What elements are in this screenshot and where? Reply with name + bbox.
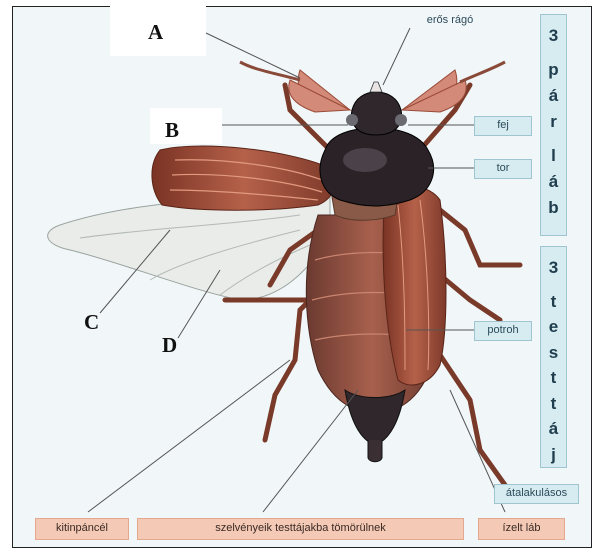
label-kitinpancel: kitinpáncél [35,518,129,540]
side-column-char: á [541,169,566,195]
side-column-char: e [541,314,566,340]
side-column-char: l [541,143,566,169]
side-column-char: á [541,83,566,109]
marker-a: A [148,20,163,45]
side-column-char: á [541,416,566,442]
marker-c: C [84,310,99,335]
side-column-char: 3 [541,23,566,49]
side-column-char: t [541,391,566,417]
side-column-char: s [541,340,566,366]
label-potroh: potroh [474,321,532,341]
label-fej: fej [474,116,532,136]
side-column-char: p [541,57,566,83]
side-column-char: b [541,195,566,221]
label-izelt-lab: ízelt láb [478,518,565,540]
head [351,92,401,135]
pygidium [345,390,405,445]
label-eros-rago: erős rágó [405,12,495,28]
side-column-char: r [541,109,566,135]
label-atalakulasos: átalakulásos [494,484,579,504]
side-column-char: j [541,442,566,468]
side-column-char: t [541,289,566,315]
side-column-char: t [541,365,566,391]
marker-d: D [162,333,177,358]
raised-elytron [152,146,335,210]
label-tor: tor [474,159,532,179]
side-column-char: 3 [541,255,566,281]
marker-cover-b [150,108,222,144]
label-szelvenyeik: szelvényeik testtájakba tömörülnek [137,518,464,540]
marker-b: B [165,118,179,143]
